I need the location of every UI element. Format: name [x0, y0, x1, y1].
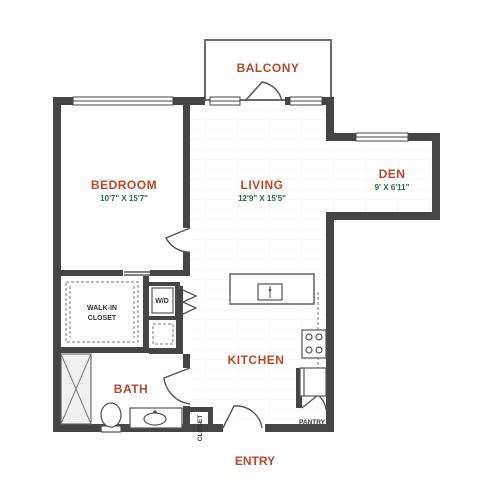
bath-label: BATH	[114, 382, 148, 396]
walk-in-closet-label-line2: CLOSET	[88, 315, 117, 322]
kitchen-label: KITCHEN	[228, 353, 285, 367]
balcony-label: BALCONY	[237, 61, 300, 75]
entry-label: ENTRY	[235, 454, 275, 468]
bedroom-door	[165, 227, 191, 253]
linen-closet	[152, 323, 174, 345]
toilet-icon	[100, 402, 122, 433]
closet-shelving	[65, 281, 139, 343]
interior-walls	[61, 103, 302, 427]
laundry-door	[182, 289, 198, 315]
cooktop-icon	[301, 329, 327, 359]
kitchen-island	[229, 273, 315, 305]
pantry-label: PANTRY	[299, 419, 326, 426]
floor-finish	[60, 103, 432, 423]
balcony	[204, 39, 332, 101]
washer-dryer-label: W/D	[155, 298, 169, 305]
balcony-door	[244, 81, 283, 102]
vanity-sink-icon	[129, 407, 183, 429]
washer-dryer	[151, 287, 174, 314]
closet-sliding-door	[124, 271, 150, 276]
entry-door	[222, 405, 263, 429]
living-dimensions: 12'9" X 15'5"	[238, 194, 286, 203]
den-dimensions: 9' X 6'11"	[375, 183, 410, 192]
refrigerator-icon	[299, 367, 327, 397]
den-label: DEN	[379, 167, 406, 181]
bath-tub	[60, 353, 92, 425]
bedroom-dimensions: 10'7" X 15'7"	[100, 194, 148, 203]
bedroom-label: BEDROOM	[91, 178, 157, 192]
bath-door	[163, 367, 191, 405]
closet-label: CLOSET	[197, 415, 204, 441]
walk-in-closet-label-line1: WALK-IN	[87, 305, 117, 312]
living-label: LIVING	[240, 178, 283, 192]
